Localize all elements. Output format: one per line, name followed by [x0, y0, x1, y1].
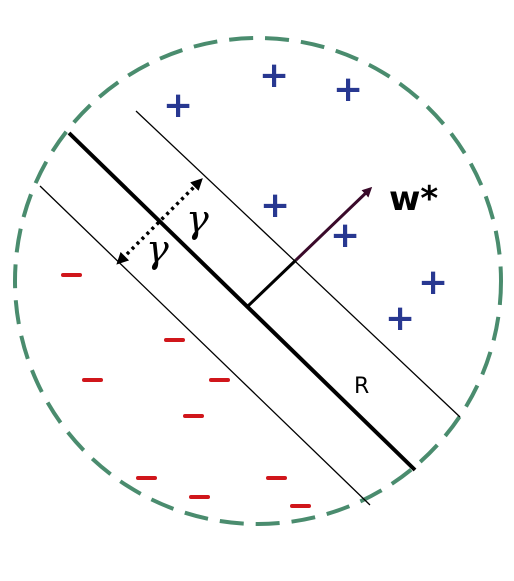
lower-margin-line: [39, 185, 371, 506]
bounding-circle: [13, 36, 503, 526]
gamma-label-upper: γ: [186, 197, 209, 241]
negative-examples: [61, 273, 311, 508]
positive-point: +: [333, 69, 363, 110]
positive-point: +: [260, 185, 290, 226]
positive-point: +: [385, 298, 415, 339]
weight-vector-label: w*: [389, 179, 438, 219]
positive-point: +: [163, 85, 193, 126]
weight-vector-arrow: [294, 186, 373, 262]
positive-point: +: [259, 55, 289, 96]
positive-point: +: [330, 215, 360, 256]
margin-arrow: [116, 178, 203, 265]
positive-point: +: [418, 262, 448, 303]
weight-vector-stem: [246, 258, 298, 308]
radius-label: R: [354, 374, 369, 399]
positive-examples: + + + + + + +: [163, 55, 448, 339]
gamma-label-lower: γ: [146, 227, 169, 271]
upper-margin-line: [135, 110, 461, 418]
separating-hyperplane: [67, 131, 417, 472]
